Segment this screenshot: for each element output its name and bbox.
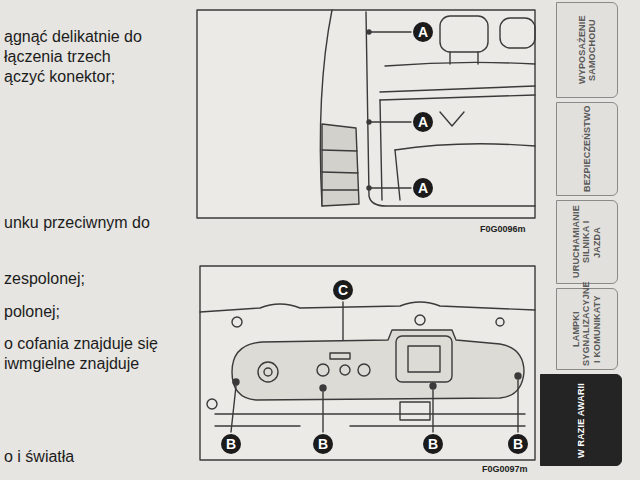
bulb-socket bbox=[358, 364, 370, 376]
fixing-point bbox=[367, 120, 371, 124]
fixing-hole bbox=[320, 385, 326, 391]
body-text-line: o cofania znajduje się bbox=[4, 335, 158, 353]
figure-frame bbox=[200, 266, 535, 460]
leader-line bbox=[369, 121, 411, 122]
figure-light-cluster bbox=[200, 266, 535, 460]
bulb-socket bbox=[258, 362, 278, 382]
body-text-line: ączyć konektor; bbox=[4, 68, 115, 86]
chapter-tab: LAMPKI SYGNALIZACYJNE I KOMUNIKATY bbox=[556, 288, 618, 370]
tail-light bbox=[322, 124, 359, 206]
connector-socket bbox=[396, 336, 452, 382]
bulb-socket bbox=[340, 365, 350, 375]
tab-detail bbox=[330, 353, 350, 359]
fixing-point bbox=[367, 186, 371, 190]
chapter-title: URUCHAMIANIE SILNIKA I JAZDA bbox=[571, 204, 602, 280]
chapter-title: WYPOSAŻENIE SAMOCHODU bbox=[577, 6, 598, 94]
leader-line bbox=[342, 302, 343, 340]
figure-code: F0G0096m bbox=[480, 224, 526, 235]
figure-code: F0G0097m bbox=[482, 464, 528, 475]
screw bbox=[207, 399, 217, 409]
leader-line bbox=[432, 390, 433, 432]
leader-line bbox=[517, 380, 518, 432]
headrest bbox=[440, 16, 488, 52]
body-hole bbox=[232, 317, 242, 327]
fixing-point bbox=[367, 30, 371, 34]
seat-back bbox=[385, 62, 535, 66]
body-text-line: ągnąć delikatnie do bbox=[4, 28, 142, 46]
body-hole bbox=[415, 315, 425, 325]
callout-letter: B bbox=[423, 434, 443, 454]
chapter-title: W RAZIE AWARII bbox=[576, 383, 586, 458]
tail-light-segment bbox=[322, 172, 358, 173]
chapter-tab: WYPOSAŻENIE SAMOCHODU bbox=[556, 2, 618, 98]
leader-line bbox=[231, 386, 236, 432]
tailgate-opening bbox=[366, 12, 535, 206]
figure-rear-car bbox=[197, 10, 535, 218]
bulb-socket bbox=[264, 368, 272, 376]
trunk-side bbox=[380, 100, 382, 200]
body-text-line: zespolonej; bbox=[4, 270, 85, 288]
fixing-hole bbox=[233, 379, 239, 385]
body-text-line: o i światła bbox=[4, 448, 74, 466]
chapter-tab: BEZPIECZEŃSTWO bbox=[556, 102, 618, 196]
figure-frame bbox=[197, 10, 535, 218]
bracket bbox=[400, 402, 430, 420]
fixing-hole bbox=[430, 383, 436, 389]
tail-light-segment bbox=[322, 150, 357, 151]
tail-light-segment bbox=[322, 189, 358, 190]
body-text-line: polonej; bbox=[4, 303, 60, 321]
bumper-line bbox=[215, 413, 525, 414]
callout-letter: B bbox=[313, 434, 333, 454]
leader-line bbox=[369, 187, 411, 188]
leader-line bbox=[369, 31, 411, 32]
callout-letter: A bbox=[413, 178, 433, 198]
body-text-line: iwmgielne znajduje bbox=[4, 355, 139, 373]
trunk-floor bbox=[395, 144, 535, 150]
body-flange bbox=[200, 302, 535, 312]
chapter-title: LAMPKI SYGNALIZACYJNE I KOMUNIKATY bbox=[571, 292, 602, 366]
callout-letter: A bbox=[413, 22, 433, 42]
parcel-shelf bbox=[380, 95, 535, 100]
chapter-title: BEZPIECZEŃSTWO bbox=[582, 106, 592, 192]
body-hole bbox=[496, 318, 504, 326]
callout-letter: B bbox=[508, 434, 528, 454]
body-text-line: unku przeciwnym do bbox=[4, 214, 150, 232]
callout-letter: A bbox=[413, 112, 433, 132]
headrest bbox=[500, 18, 535, 48]
trunk-hook bbox=[440, 112, 464, 126]
connector-socket-inner bbox=[408, 346, 440, 372]
bulb-socket bbox=[317, 364, 329, 376]
chapter-tab: URUCHAMIANIE SILNIKA I JAZDA bbox=[556, 200, 618, 284]
leader-line bbox=[322, 392, 323, 432]
trunk-edge bbox=[395, 150, 400, 200]
bumper-line bbox=[215, 425, 525, 426]
bulb-holder-plate bbox=[232, 330, 524, 400]
fixing-hole bbox=[515, 373, 521, 379]
active-chapter-tab: W RAZIE AWARII bbox=[540, 374, 622, 466]
body-text-line: łączenia trzech bbox=[4, 48, 111, 66]
parcel-shelf bbox=[380, 86, 535, 92]
callout-letter: C bbox=[333, 280, 353, 300]
callout-letter: B bbox=[221, 434, 241, 454]
